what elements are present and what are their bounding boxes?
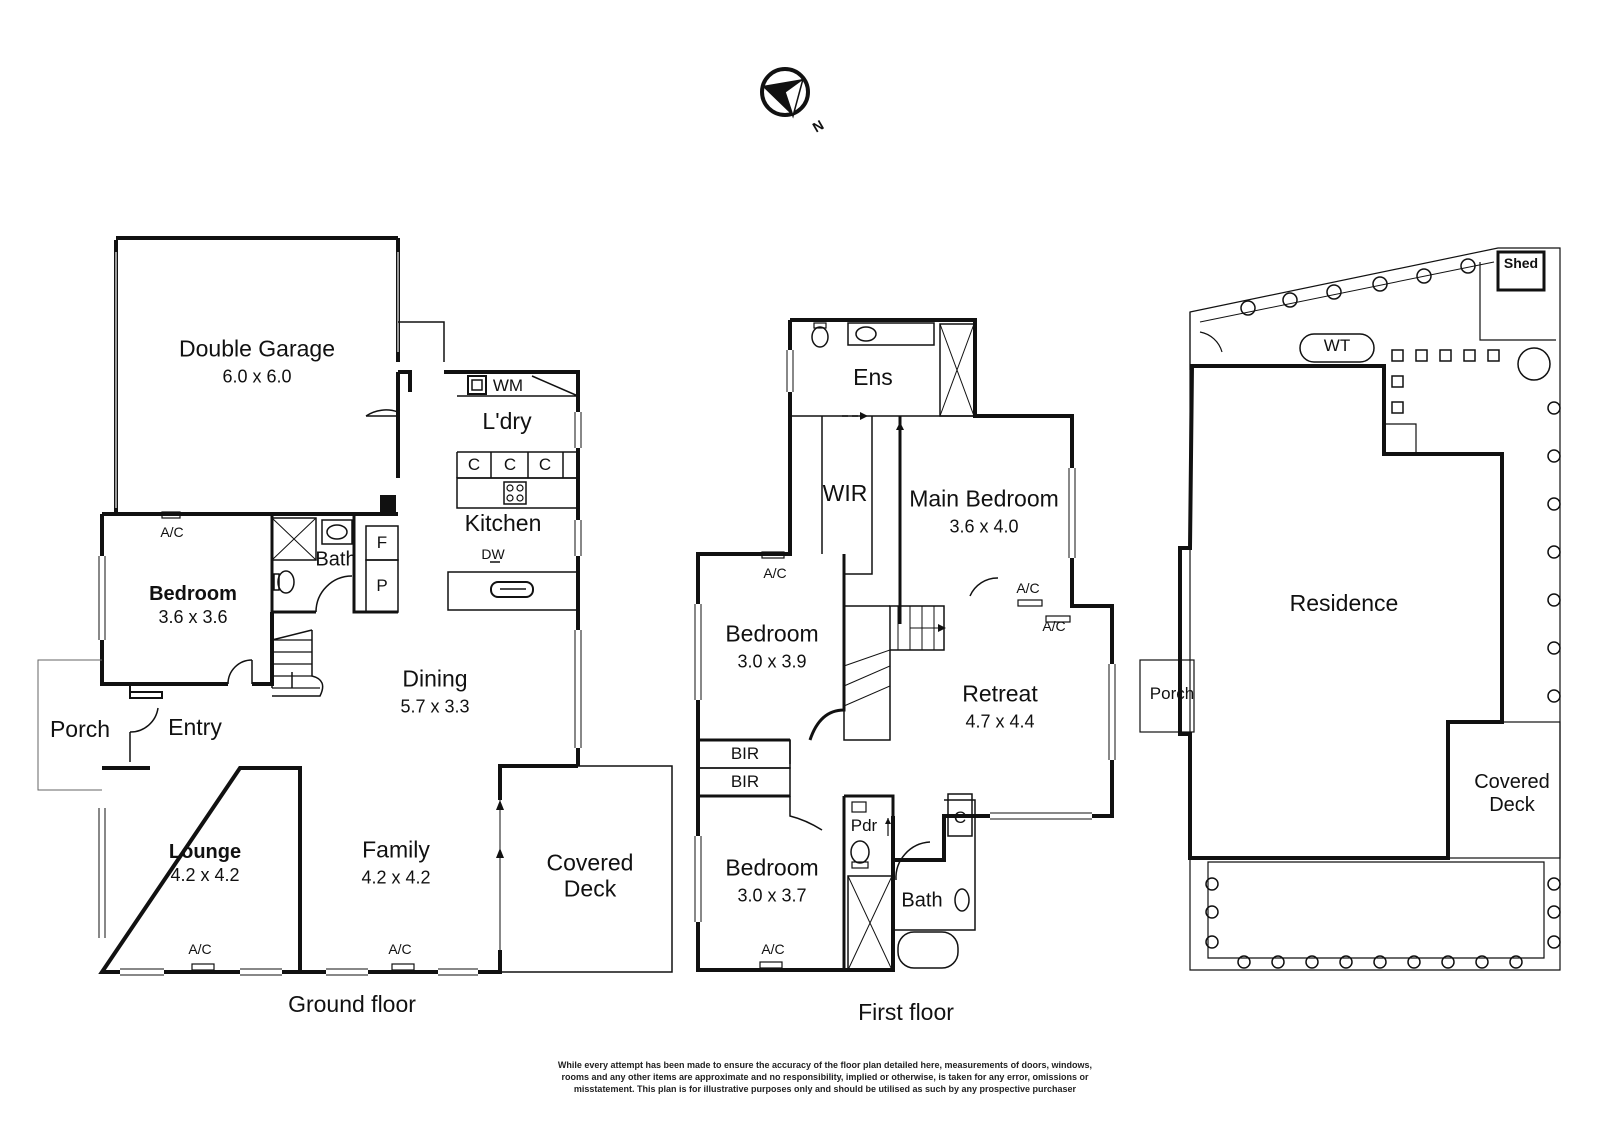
room-bedroom-bottom: Bedroom 3.0 x 3.7 <box>725 855 818 908</box>
room-dining: Dining 5.7 x 3.3 <box>400 666 469 719</box>
first-floor-caption: First floor <box>858 998 954 1025</box>
cupboard-label: C <box>503 455 517 475</box>
room-bedroom-top: Bedroom 3.0 x 3.9 <box>725 621 818 674</box>
cupboard-label: C <box>467 455 481 475</box>
room-covered-deck: Covered Deck <box>1474 771 1550 816</box>
ac-label: A/C <box>160 523 184 540</box>
room-dims: 4.2 x 4.2 <box>361 868 431 888</box>
compass-icon <box>760 67 810 119</box>
room-name: Main Bedroom <box>909 485 1059 512</box>
room-name: Dining <box>402 665 468 692</box>
room-dims: 3.6 x 4.0 <box>949 517 1019 537</box>
room-name: Double Garage <box>179 335 335 362</box>
site-plan <box>1139 247 1561 971</box>
dishwasher-label: DW <box>481 545 505 562</box>
ac-label: A/C <box>761 940 785 957</box>
room-powder: Pdr <box>850 816 878 836</box>
room-porch: Porch <box>49 715 111 742</box>
water-tank-label: WT <box>1323 336 1351 356</box>
room-dims: 3.0 x 3.9 <box>737 652 807 672</box>
washing-machine-label: WM <box>492 376 524 396</box>
room-main-bedroom: Main Bedroom 3.6 x 4.0 <box>909 486 1059 539</box>
fridge-label: F <box>376 533 388 553</box>
room-laundry: L'dry <box>482 407 532 434</box>
ground-floor-plan <box>37 236 673 976</box>
room-wir: WIR <box>822 479 868 506</box>
ac-label: A/C <box>388 940 412 957</box>
room-ensuite: Ens <box>853 363 893 390</box>
room-dims: 3.6 x 3.6 <box>158 607 228 627</box>
room-bath: Bath <box>315 548 357 571</box>
ac-label: A/C <box>188 940 212 957</box>
room-name: Retreat <box>962 680 1038 707</box>
room-covered-deck: Covered Deck <box>546 849 634 902</box>
room-kitchen: Kitchen <box>464 509 542 536</box>
room-bath: Bath <box>901 889 943 912</box>
room-name: Bedroom <box>725 620 819 647</box>
room-family: Family 4.2 x 4.2 <box>361 837 430 890</box>
ac-label: A/C <box>763 564 787 581</box>
room-porch: Porch <box>1149 684 1195 704</box>
room-name: Lounge <box>168 841 242 863</box>
first-floor-plan <box>694 318 1116 972</box>
ac-label: A/C <box>1016 579 1040 596</box>
room-dims: 6.0 x 6.0 <box>222 367 292 387</box>
room-name: Bedroom <box>725 854 819 881</box>
room-dims: 5.7 x 3.3 <box>400 697 470 717</box>
ground-floor-caption: Ground floor <box>288 990 416 1017</box>
bir-label: BIR <box>730 772 760 792</box>
room-dims: 4.2 x 4.2 <box>170 865 240 885</box>
room-double-garage: Double Garage 6.0 x 6.0 <box>179 336 335 389</box>
room-retreat: Retreat 4.7 x 4.4 <box>962 681 1037 734</box>
pantry-label: P <box>376 576 388 596</box>
room-entry: Entry <box>168 713 222 740</box>
room-dims: 3.0 x 3.7 <box>737 886 807 906</box>
cupboard-label: C <box>538 455 552 475</box>
room-residence: Residence <box>1289 589 1399 616</box>
room-shed: Shed <box>1503 254 1539 271</box>
ac-label: A/C <box>1042 617 1066 634</box>
room-dims: 4.7 x 4.4 <box>965 712 1035 732</box>
disclaimer-text: While every attempt has been made to ens… <box>557 1060 1093 1094</box>
room-name: Family <box>362 836 430 863</box>
bir-label: BIR <box>730 744 760 764</box>
room-name: Bedroom <box>149 583 237 605</box>
cupboard-label: C <box>953 808 967 828</box>
